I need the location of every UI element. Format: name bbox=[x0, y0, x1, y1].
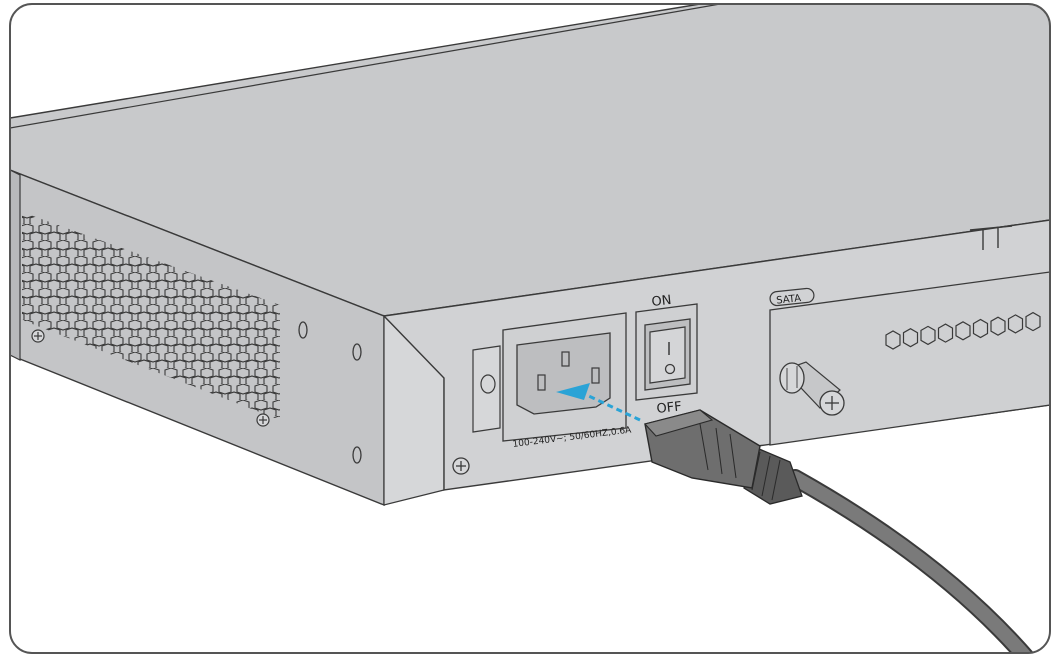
brand-logo-mark bbox=[969, 225, 1013, 250]
inlet-side-plate bbox=[472, 345, 501, 433]
vent-hole bbox=[955, 321, 971, 341]
vent-hole bbox=[972, 318, 989, 339]
power-plug[interactable] bbox=[643, 409, 803, 505]
inlet-pin bbox=[537, 374, 546, 391]
vent-hole bbox=[990, 316, 1006, 336]
side-hole bbox=[352, 446, 362, 464]
screw-icon bbox=[256, 413, 270, 427]
vent-hole bbox=[902, 328, 919, 348]
inlet-pin bbox=[561, 351, 570, 367]
screw-icon bbox=[31, 329, 45, 343]
switch-on-label: ON bbox=[651, 293, 672, 310]
sata-label-badge: SATA bbox=[769, 287, 815, 307]
vent-hole bbox=[937, 323, 954, 343]
rocker-switch-icon[interactable] bbox=[644, 318, 691, 391]
side-vent bbox=[22, 212, 280, 420]
side-hole bbox=[298, 321, 308, 339]
vent-hole bbox=[920, 325, 936, 346]
insert-arrow-icon bbox=[556, 383, 641, 422]
sata-vent-row bbox=[885, 311, 1041, 350]
plate-hole bbox=[480, 374, 496, 394]
vent-hole bbox=[885, 330, 901, 350]
sata-label: SATA bbox=[776, 293, 802, 307]
vent-hole bbox=[1007, 314, 1024, 334]
side-hole bbox=[352, 343, 362, 361]
inlet-pin bbox=[591, 367, 600, 384]
vent-hole bbox=[1025, 311, 1041, 332]
screw-icon bbox=[452, 457, 470, 475]
switch-off-label: OFF bbox=[656, 399, 683, 417]
chassis-top-edge bbox=[10, 4, 721, 129]
power-cable-core bbox=[788, 471, 1037, 653]
power-inlet-socket bbox=[516, 332, 611, 415]
illustration-frame bbox=[9, 3, 1051, 654]
rack-ear bbox=[10, 169, 21, 361]
scene-group: 100-240V~; 50/60HZ,0.6A ON OFF SATA bbox=[10, 4, 1050, 653]
thumbscrew-icon[interactable] bbox=[779, 361, 845, 416]
